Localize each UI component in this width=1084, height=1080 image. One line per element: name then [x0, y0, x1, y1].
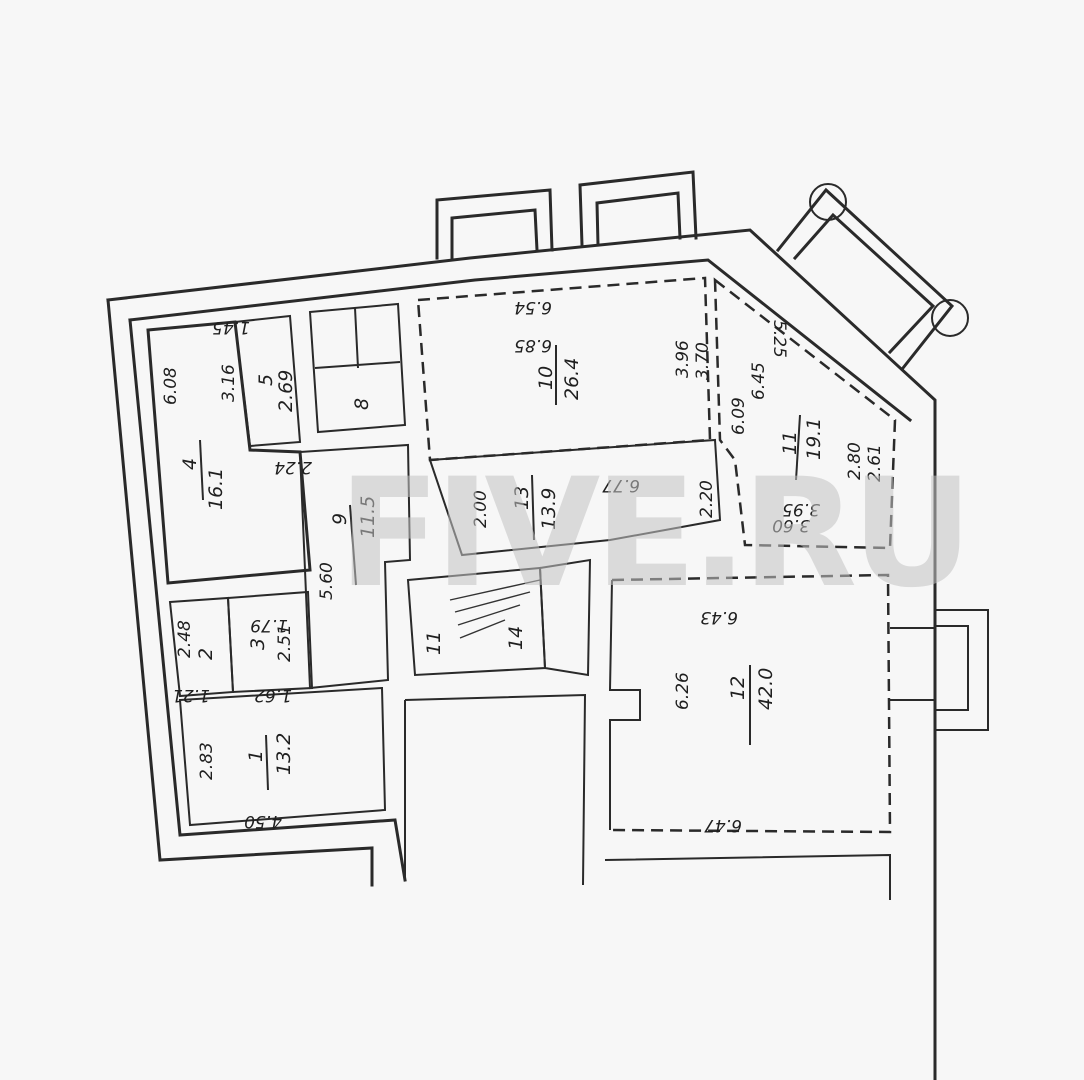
room-12-walls [609, 573, 892, 834]
room-label-11-stair: 11 [423, 631, 445, 655]
dim-1-21: 1.21 [172, 685, 210, 705]
dim-3-16: 3.16 [219, 364, 239, 402]
dim-2-80: 2.80 [845, 442, 865, 480]
room-3-number: 3 [247, 638, 269, 650]
room-12-number: 12 [727, 676, 749, 700]
balcony-column-1 [809, 183, 847, 221]
dim-3-95: 3.95 [782, 499, 820, 519]
stair-hatching [449, 579, 541, 639]
room-14-number: 14 [505, 626, 527, 650]
dim-2-20: 2.20 [697, 480, 717, 518]
dim-1-62: 1.62 [254, 685, 292, 705]
room-2-number: 2 [195, 648, 217, 660]
room-14-walls [538, 558, 592, 677]
room-9-number: 9 [329, 513, 351, 525]
lower-corridor-walls [404, 693, 891, 900]
room-label-10: 10 26.4 [535, 345, 583, 405]
room-4-area: 16.1 [205, 468, 227, 510]
room-1-number: 1 [245, 750, 267, 762]
room-label-11: 11 19.1 [779, 414, 825, 481]
dim-6-26: 6.26 [673, 672, 693, 710]
dim-6-09: 6.09 [729, 397, 749, 435]
stair-11-number: 11 [423, 631, 445, 655]
balcony-2 [578, 170, 698, 247]
room-label-14: 14 [505, 626, 527, 650]
room-10-area: 26.4 [561, 358, 583, 400]
dim-1-45: 1.45 [212, 317, 250, 337]
balcony-3 [775, 187, 955, 371]
dim-2-61: 2.61 [865, 444, 885, 482]
room-label-2: 2 [195, 648, 217, 660]
room-label-4: 4 16.1 [179, 439, 227, 510]
room-1-area: 13.2 [273, 733, 295, 775]
room-10-walls [416, 276, 712, 462]
room-label-9: 9 11.5 [329, 496, 379, 586]
dim-3-60: 3.60 [772, 515, 810, 535]
room-5-area: 2.69 [275, 370, 297, 412]
room-13-walls [428, 438, 722, 557]
room-label-1: 1 13.2 [245, 733, 295, 791]
balcony-1 [435, 188, 554, 260]
room-9-area: 11.5 [357, 496, 379, 538]
dim-2-48: 2.48 [175, 620, 195, 658]
room-12-area: 42.0 [755, 668, 777, 710]
dim-3-70: 3.70 [693, 342, 713, 380]
room-11-number: 11 [779, 431, 801, 455]
room-12-left-wall [608, 579, 641, 830]
outer-wall-inner-line [128, 258, 913, 423]
room-11-area: 19.1 [803, 418, 825, 460]
outer-wall-left [106, 298, 374, 887]
dim-6-45: 6.45 [749, 362, 769, 400]
dim-2-83: 2.83 [197, 742, 217, 780]
room-3-walls [226, 590, 314, 694]
dim-6-47: 6.47 [704, 815, 742, 835]
watermark-logo: FIVE.RU [338, 447, 967, 621]
outer-wall-left-inner [128, 318, 407, 882]
dim-6-85: 6.85 [514, 335, 552, 355]
room-1-walls [178, 686, 387, 827]
dim-2-24-flip: 2.24 [274, 457, 312, 477]
dim-6-77: 6.77 [602, 475, 640, 495]
room-8-number: 8 [351, 398, 373, 410]
room-13-area: 13.9 [538, 488, 560, 530]
room-5-walls [233, 314, 302, 448]
room-8-walls [308, 302, 407, 434]
room-11-walls [713, 277, 897, 550]
dim-3-96: 3.96 [673, 340, 693, 378]
room-5-number: 5 [255, 374, 277, 386]
dim-6-08: 6.08 [161, 367, 181, 405]
balcony-column-2 [931, 299, 969, 337]
room-13-number: 13 [511, 486, 533, 510]
dimension-labels: 6.08 3.16 1.45 2.24 5.60 6.54 6.85 3.96 … [161, 297, 885, 835]
dim-2-51: 2.51 [275, 624, 295, 662]
room-4-walls [146, 320, 312, 585]
dim-5-60: 5.60 [317, 562, 337, 600]
room-label-12: 12 42.0 [727, 665, 777, 745]
room-label-3: 3 [247, 638, 269, 650]
bay-window [890, 609, 989, 731]
room-4-number: 4 [179, 458, 201, 470]
dim-2-00: 2.00 [471, 490, 491, 528]
dim-1-79: 1.79 [250, 615, 288, 635]
room-label-13: 13 13.9 [511, 474, 560, 541]
dim-5-25: 5.25 [769, 320, 789, 358]
room-label-8: 8 [351, 398, 373, 410]
dim-6-54: 6.54 [514, 297, 552, 317]
outer-wall [106, 228, 937, 1080]
dim-4-50: 4.50 [244, 811, 282, 831]
dim-6-43: 6.43 [700, 607, 738, 627]
room-10-number: 10 [535, 366, 557, 390]
room-label-5: 5 2.69 [255, 370, 297, 412]
